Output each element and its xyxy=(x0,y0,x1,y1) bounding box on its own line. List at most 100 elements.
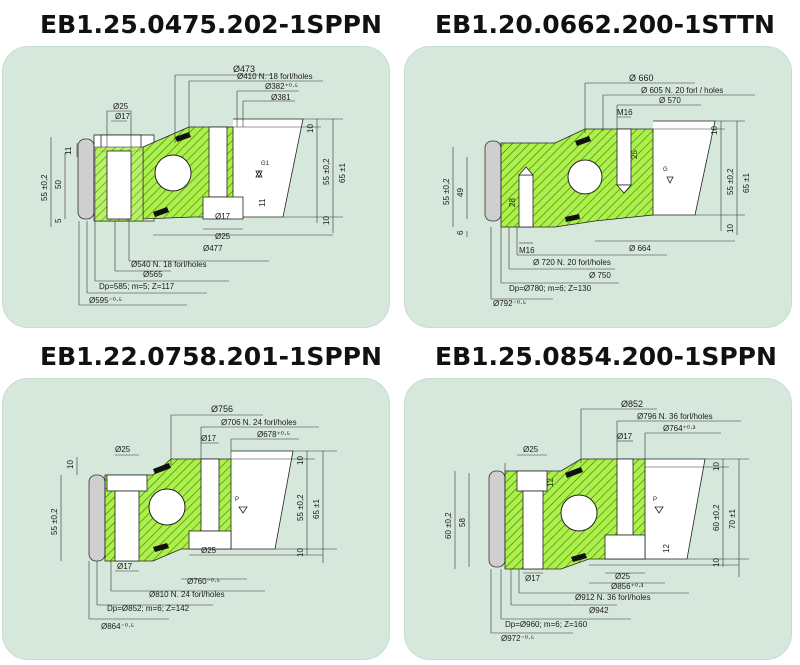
dim-label: 65 ±1 xyxy=(312,498,321,519)
dim-label: Ø760⁻⁰·⁵ xyxy=(187,577,220,586)
dimension-lines xyxy=(454,408,749,634)
dim-label: Ø382⁺⁰·⁵ xyxy=(265,82,298,91)
dim-label: Ø942 xyxy=(589,606,609,615)
bearing-drawing-svg: G1 Ø473 Ø410 N. 18 forl/holes Ø382⁺⁰·⁵ Ø… xyxy=(40,64,347,306)
dim-label: 10 xyxy=(306,124,315,133)
dim-label: 28 xyxy=(508,198,517,207)
dim-label: 10 xyxy=(712,462,721,471)
dim-label: Ø25 xyxy=(115,445,131,454)
rim-outline xyxy=(653,120,716,216)
inner-bolt-hole xyxy=(616,458,634,536)
gear-tooth-profile xyxy=(88,474,106,562)
inner-bolt-hole xyxy=(200,458,220,532)
svg-text:P: P xyxy=(235,497,239,503)
inner-bolt-recess xyxy=(202,196,244,220)
dim-label: 6 xyxy=(456,230,465,235)
outer-bolt-recess xyxy=(106,474,148,492)
inner-bolt-hole xyxy=(208,126,228,198)
seal-top xyxy=(565,467,583,478)
panel-4-title: EB1.25.0854.200-1SPPN xyxy=(435,342,777,371)
outer-bolt-hole xyxy=(522,490,544,570)
svg-text:G: G xyxy=(663,167,668,173)
dim-label: 49 xyxy=(456,188,465,197)
svg-text:P: P xyxy=(653,497,657,503)
dim-label: Ø17 xyxy=(201,434,217,443)
dim-label: 58 xyxy=(458,518,467,527)
dim-label: 10 xyxy=(322,216,331,225)
dim-label: Ø17 xyxy=(115,112,131,121)
gear-tooth-profile xyxy=(488,470,506,568)
dim-label: Ø565 xyxy=(143,270,163,279)
dim-label: Ø 570 xyxy=(659,96,681,105)
dim-label: Ø25 xyxy=(615,572,631,581)
dim-label: 11 xyxy=(64,146,73,155)
dim-label: 65 ±1 xyxy=(742,172,751,193)
dim-label: Ø25 xyxy=(201,546,217,555)
rim-outline xyxy=(233,118,304,218)
dim-label: Ø473 xyxy=(233,64,255,74)
grease-label: G1 xyxy=(261,161,270,167)
dim-label: Dp=Ø780; m=6; Z=130 xyxy=(509,284,592,293)
outer-bolt-hole xyxy=(114,490,140,562)
inner-bolt-recess xyxy=(604,534,646,560)
dim-label: 55 ±0,2 xyxy=(296,494,305,521)
ball xyxy=(154,154,192,192)
seal-top xyxy=(575,136,591,146)
dimension-lines xyxy=(60,414,337,620)
bearing-drawing-panel: G Ø 660 Ø 605 N. 20 forl / holes Ø 570 M… xyxy=(404,46,792,328)
dim-label: Ø764⁺⁰·³ xyxy=(663,424,696,433)
dim-label: Ø912 N. 36 forl/holes xyxy=(575,593,651,602)
ball xyxy=(560,494,598,532)
dim-label: 55 ±0,2 xyxy=(726,168,735,195)
bearing-drawing-svg: P Ø756 Ø706 N. 24 forl/holes Ø678⁺⁰·⁵ Ø2… xyxy=(50,404,337,631)
dim-label: 11 xyxy=(258,198,267,207)
dim-label: Ø25 xyxy=(215,232,231,241)
dim-label: Ø810 N. 24 forl/holes xyxy=(149,590,225,599)
dim-label: 10 xyxy=(296,456,305,465)
dim-label: 5 xyxy=(54,218,63,223)
dim-label: Ø678⁺⁰·⁵ xyxy=(257,430,290,439)
outer-thread-hole xyxy=(518,174,534,228)
dim-label: Ø 664 xyxy=(629,244,651,253)
dim-label: Ø796 N. 36 forl/holes xyxy=(637,412,713,421)
dim-label: 60 ±0,2 xyxy=(444,512,453,539)
ball xyxy=(567,159,603,195)
dim-label: 55 ±0,2 xyxy=(40,174,49,201)
inner-bolt-recess xyxy=(188,530,232,550)
dim-label: Dp=585; m=5; Z=117 xyxy=(99,282,175,291)
gear-tooth-profile xyxy=(77,138,95,220)
dim-label: Ø17 xyxy=(617,432,633,441)
dim-label: 25 xyxy=(630,150,639,159)
dim-label: 10 xyxy=(710,126,719,135)
dim-label: Ø706 N. 24 forl/holes xyxy=(221,418,297,427)
dim-label: 10 xyxy=(712,558,721,567)
dim-label: Ø792⁻⁰·⁵ xyxy=(493,299,526,308)
dim-label: Ø410 N. 18 forl/holes xyxy=(237,72,313,81)
dim-label: Dp=Ø852; m=6; Z=142 xyxy=(107,604,190,613)
rim-outline xyxy=(231,450,294,550)
rim-outline xyxy=(645,458,706,560)
dim-label: M16 xyxy=(617,108,633,117)
seal-top xyxy=(175,132,191,142)
bearing-drawing-svg: P Ø852 Ø796 N. 36 forl/holes Ø764⁺⁰·³ Ø2… xyxy=(444,399,749,643)
dim-label: Ø756 xyxy=(211,404,233,414)
dim-label: 55 ±0,2 xyxy=(50,508,59,535)
dim-label: 12 xyxy=(546,478,555,487)
dim-label: Ø 605 N. 20 forl / holes xyxy=(641,86,723,95)
dim-label: 50 xyxy=(54,180,63,189)
outer-bolt-recess xyxy=(516,470,548,492)
dimension-lines xyxy=(50,74,343,306)
dim-label: Dp=Ø960; m=6; Z=160 xyxy=(505,620,588,629)
dim-label: Ø540 N. 18 forl/holes xyxy=(131,260,207,269)
dim-label: Ø17 xyxy=(117,562,133,571)
seal-bottom xyxy=(571,553,587,562)
panel-1-title: EB1.25.0475.202-1SPPN xyxy=(40,10,382,39)
panel-3-title: EB1.22.0758.201-1SPPN xyxy=(40,342,382,371)
seal-bottom xyxy=(153,207,169,217)
seal-bottom xyxy=(565,214,580,222)
dim-label: 60 ±0,2 xyxy=(712,504,721,531)
dim-label: 10 xyxy=(66,460,75,469)
dim-label: Ø17 xyxy=(525,574,541,583)
bearing-drawing-panel: P Ø852 Ø796 N. 36 forl/holes Ø764⁺⁰·³ Ø2… xyxy=(404,378,792,660)
dim-label: 12 xyxy=(662,544,671,553)
